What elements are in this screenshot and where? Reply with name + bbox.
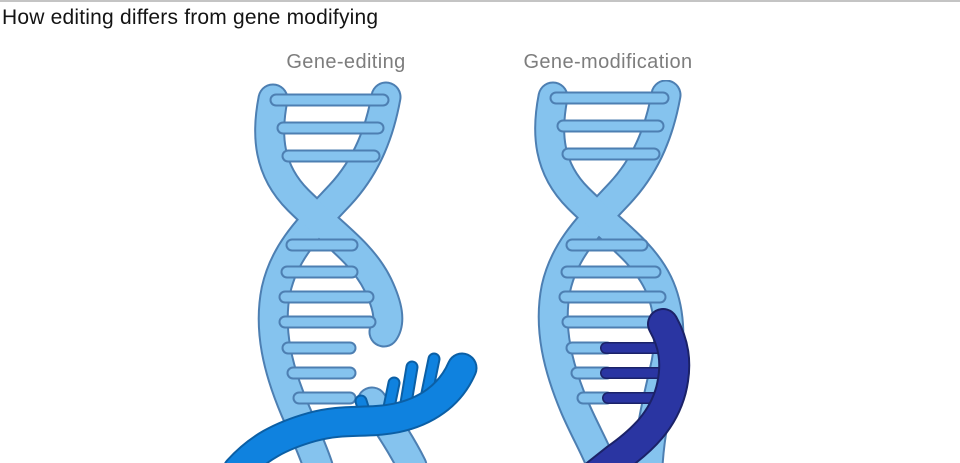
gene-editing-label: Gene-editing	[286, 51, 406, 73]
edited-gene-strand-icon	[226, 354, 476, 463]
page-title: How editing differs from gene modifying	[2, 6, 379, 29]
gene-editing-dna-icon	[224, 81, 478, 463]
gene-modification-dna-icon	[534, 80, 691, 463]
modified-gene-strand-icon	[588, 310, 689, 463]
top-border-line	[0, 0, 960, 2]
gene-modification-label: Gene-modification	[523, 51, 693, 73]
dna-rungs	[271, 95, 388, 403]
